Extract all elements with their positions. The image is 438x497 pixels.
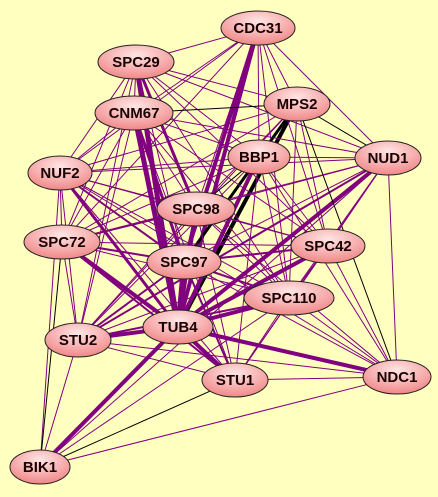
node-shape[interactable]: [201, 362, 269, 398]
node-label: BBP1: [239, 149, 279, 166]
edge-stu2-ndc1: [77, 339, 398, 378]
node-mps2[interactable]: MPS2: [263, 86, 331, 122]
node-nuf2[interactable]: NUF2: [27, 155, 93, 191]
node-shape[interactable]: [220, 10, 296, 46]
edge-cnm67-spc72: [61, 112, 135, 243]
node-label: BIK1: [23, 459, 57, 476]
node-shape[interactable]: [227, 139, 291, 175]
edge-cdc31-bbp1: [257, 27, 260, 158]
node-spc29[interactable]: SPC29: [97, 44, 175, 80]
node-shape[interactable]: [27, 155, 93, 191]
edge-cdc31-spc72: [61, 27, 259, 243]
node-shape[interactable]: [156, 191, 236, 227]
edge-cdc31-spc42: [257, 27, 329, 247]
node-bik1[interactable]: BIK1: [9, 449, 71, 485]
node-label: NUD1: [368, 150, 409, 167]
edge-tub4-ndc1: [176, 325, 399, 379]
edge-cnm67-spc97: [132, 111, 186, 264]
edge-nuf2-spc97: [59, 172, 185, 263]
edge-mps2-spc72: [61, 103, 298, 243]
node-shape[interactable]: [362, 359, 432, 395]
edge-bbp1-nuf2: [59, 156, 260, 174]
edge-spc110-bik1: [39, 297, 290, 468]
node-shape[interactable]: [142, 309, 214, 345]
node-label: SPC110: [261, 290, 316, 307]
edge-nuf2-ndc1: [59, 172, 398, 378]
edge-nud1-bik1: [39, 157, 389, 468]
edge-bbp1-stu1: [234, 156, 260, 381]
node-label: SPC72: [38, 234, 86, 251]
node-cdc31[interactable]: CDC31: [220, 10, 296, 46]
node-spc98[interactable]: SPC98: [156, 191, 236, 227]
node-shape[interactable]: [290, 228, 366, 264]
node-stu1[interactable]: STU1: [201, 362, 269, 398]
node-label: NDC1: [377, 369, 418, 386]
node-tub4[interactable]: TUB4: [142, 309, 214, 345]
edge-tub4-cnm67: [131, 110, 181, 330]
node-shape[interactable]: [243, 280, 335, 316]
node-shape[interactable]: [263, 86, 331, 122]
edge-spc98-stu2: [77, 208, 197, 341]
edge-spc72-bik1: [39, 241, 63, 468]
node-label: STU2: [59, 332, 97, 349]
node-shape[interactable]: [44, 322, 112, 358]
edge-tub4-bik1: [38, 325, 180, 469]
edge-spc29-spc72: [61, 61, 137, 243]
node-label: SPC42: [304, 238, 352, 255]
node-bbp1[interactable]: BBP1: [227, 139, 291, 175]
node-label: CNM67: [109, 105, 160, 122]
edge-nud1-ndc1: [387, 157, 398, 378]
node-ndc1[interactable]: NDC1: [362, 359, 432, 395]
edge-spc72-spc42: [61, 241, 329, 247]
node-shape[interactable]: [94, 95, 174, 131]
edge-stu1-bik1: [39, 379, 236, 468]
node-spc97[interactable]: SPC97: [146, 244, 222, 280]
edge-nuf2-bik1: [39, 172, 61, 468]
node-spc110[interactable]: SPC110: [243, 280, 335, 316]
edge-spc97-ndc1: [183, 261, 398, 378]
node-shape[interactable]: [9, 449, 71, 485]
edge-mps2-nuf2: [59, 103, 298, 174]
node-label: TUB4: [158, 319, 198, 336]
edge-nud1-stu2: [77, 157, 389, 341]
node-spc42[interactable]: SPC42: [290, 228, 366, 264]
edge-bbp1-spc110: [258, 156, 290, 299]
edge-cnm67-nud1: [133, 112, 389, 159]
edge-spc42-ndc1: [327, 245, 398, 378]
node-label: SPC98: [172, 201, 220, 218]
edge-spc42-stu2: [77, 245, 329, 341]
edge-nud1-nuf2: [59, 157, 389, 174]
node-label: CDC31: [233, 20, 282, 37]
node-stu2[interactable]: STU2: [44, 322, 112, 358]
edge-bbp1-ndc1: [258, 156, 398, 378]
node-label: MPS2: [277, 96, 318, 113]
node-shape[interactable]: [23, 224, 101, 260]
node-label: STU1: [216, 372, 254, 389]
edge-nuf2-spc110: [59, 172, 290, 299]
node-shape[interactable]: [354, 140, 422, 176]
edge-ndc1-bik1: [39, 376, 398, 468]
node-label: SPC29: [112, 54, 160, 71]
edge-spc72-stu1: [61, 241, 236, 381]
edge-cnm67-stu2: [77, 112, 135, 341]
node-nud1[interactable]: NUD1: [354, 140, 422, 176]
edge-cdc31-spc98: [195, 27, 259, 210]
node-cnm67[interactable]: CNM67: [94, 95, 174, 131]
edge-nuf2-stu1: [59, 172, 236, 381]
edge-stu2-bik1: [39, 339, 79, 468]
edge-spc98-stu1: [195, 208, 236, 381]
edge-spc29-nud1: [135, 61, 389, 159]
node-label: SPC97: [160, 254, 208, 271]
node-shape[interactable]: [146, 244, 222, 280]
node-spc72[interactable]: SPC72: [23, 224, 101, 260]
edge-mps2-spc42: [296, 103, 329, 247]
node-label: NUF2: [40, 165, 79, 182]
edge-spc29-spc97: [135, 61, 185, 263]
node-shape[interactable]: [97, 44, 175, 80]
edge-tub4-bbp1: [176, 155, 261, 329]
